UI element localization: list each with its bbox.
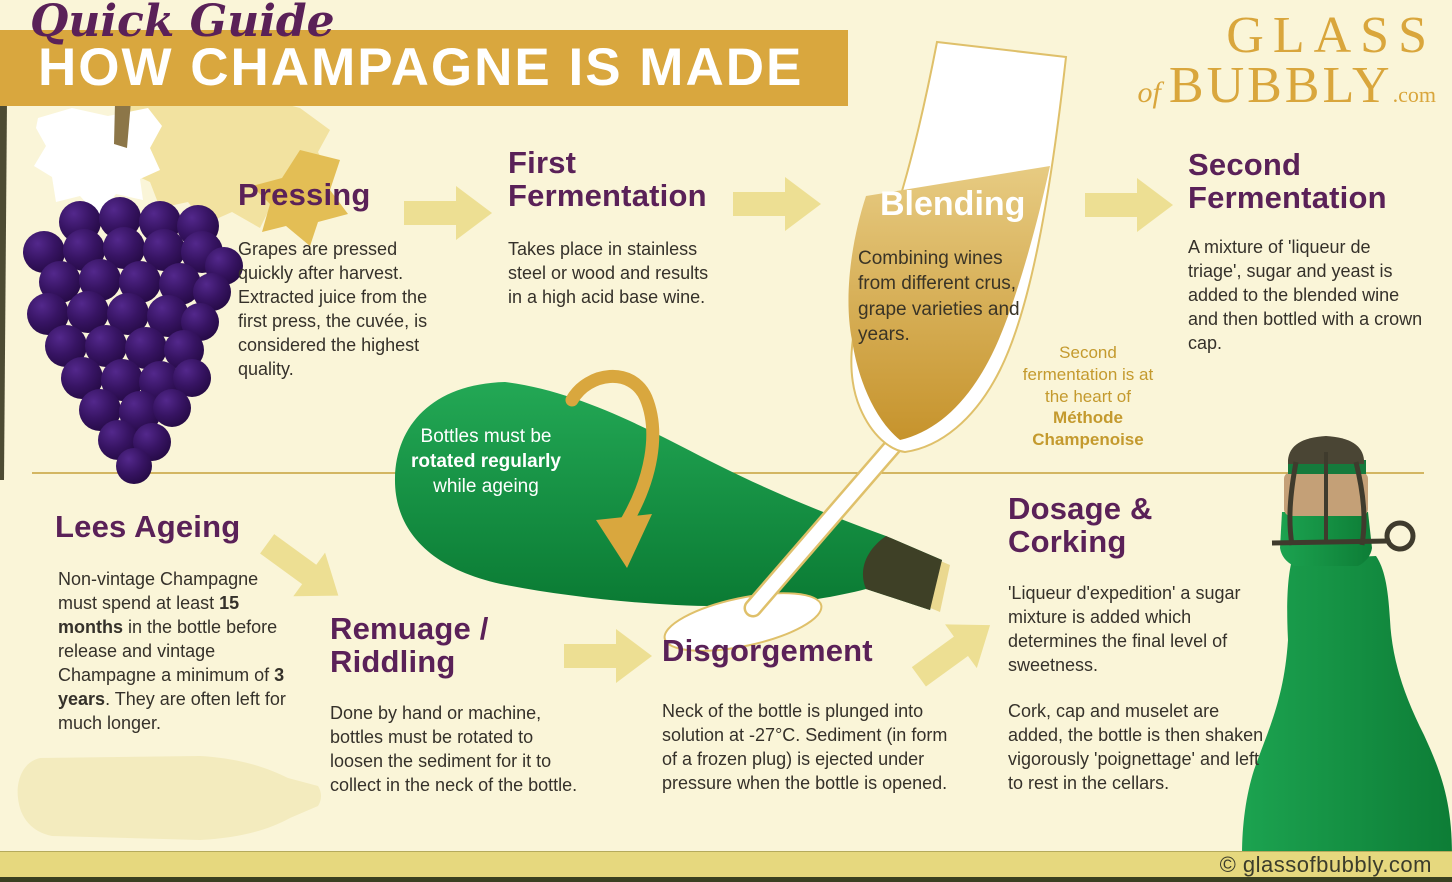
dosage-corking-title: Dosage & Corking xyxy=(1008,491,1153,560)
arrow-down-right-icon xyxy=(260,534,339,597)
bottle-tip-band xyxy=(928,560,950,612)
champagne-glass-icon xyxy=(663,40,1068,652)
lees-seg: . They are often left for much longer. xyxy=(58,688,286,733)
disgorgement-title: Disgorgement xyxy=(662,633,873,668)
disgorgement-body: Neck of the bottle is plunged into solut… xyxy=(662,701,948,793)
logo-line1: GLASS xyxy=(1226,7,1436,64)
gold-leaf-tip-icon xyxy=(252,150,348,246)
blending-body: Combining wines from different crus, gra… xyxy=(858,248,1020,345)
logo-tld: .com xyxy=(1392,82,1436,107)
title-banner: HOW CHAMPAGNE IS MADE xyxy=(0,30,848,106)
arrow-up-right-icon xyxy=(911,624,991,687)
copyright-text: © glassofbubbly.com xyxy=(1219,852,1432,877)
rotate-arrow-icon xyxy=(565,369,660,568)
flow-arrows xyxy=(260,177,1173,687)
second-fermentation-body: A mixture of 'liqueur de triage', sugar … xyxy=(1188,237,1423,353)
bottle-rotation-note: Bottles must be rotated regularly while … xyxy=(402,424,570,499)
methode-note-text: Second fermentation is at the heart of xyxy=(1022,343,1154,406)
lees-seg: Non-vintage Champagne must spend at leas… xyxy=(58,569,259,613)
lees-ageing-title: Lees Ageing xyxy=(55,509,241,544)
arrow-right-icon xyxy=(1085,178,1173,232)
bottle-watermark-icon xyxy=(17,756,321,840)
lees-seg-bold: 3 years xyxy=(58,664,285,709)
lees-seg-bold: 15 months xyxy=(58,592,240,637)
logo-bubbly: BUBBLY xyxy=(1168,57,1393,114)
white-leaf-icon xyxy=(34,108,162,216)
dosage-paragraph-1: 'Liqueur d'expedition' a sugar mixture i… xyxy=(1008,583,1241,675)
muselet-wire-icon xyxy=(1271,452,1416,552)
bottle-note-pre: Bottles must be xyxy=(420,426,552,447)
remuage-body: Done by hand or machine, bottles must be… xyxy=(330,703,578,795)
bottle-note-post: while ageing xyxy=(433,476,539,498)
logo-of: of xyxy=(1137,76,1161,109)
blending-title: Blending xyxy=(880,185,1026,223)
footer-bar: © glassofbubbly.com xyxy=(0,851,1452,878)
bottle-note-bold: rotated regularly xyxy=(411,451,561,473)
grape-bunch-icon xyxy=(23,62,348,484)
first-fermentation-body: Takes place in stainless steel or wood a… xyxy=(508,239,709,307)
glass-wine xyxy=(848,166,1050,440)
bottle-body xyxy=(1242,556,1452,854)
page-title: HOW CHAMPAGNE IS MADE xyxy=(38,38,804,97)
arrow-right-icon xyxy=(564,629,652,683)
arrow-right-icon xyxy=(404,186,492,240)
glass-foot xyxy=(663,592,823,652)
lees-ageing-body: Non-vintage Champagne must spend at leas… xyxy=(58,568,300,736)
dosage-paragraph-2: Cork, cap and muselet are added, the bot… xyxy=(1008,700,1264,793)
methode-note: Second fermentation is at the heart of M… xyxy=(1012,342,1164,451)
pressing-body: Grapes are pressed quickly after harvest… xyxy=(238,239,428,379)
first-fermentation-title: First Fermentation xyxy=(508,145,707,214)
second-fermentation-title: Second Fermentation xyxy=(1188,147,1387,216)
pressing-title: Pressing xyxy=(238,177,371,212)
dosage-corking-body: 'Liqueur d'expedition' a sugar mixture i… xyxy=(1008,582,1270,818)
bottle-foil-icon xyxy=(862,536,942,610)
vine-edge-decoration xyxy=(0,98,7,480)
lees-seg: in the bottle before release and vintage… xyxy=(58,616,278,685)
remuage-title: Remuage / Riddling xyxy=(330,611,489,680)
quick-guide-script: Quick Guide xyxy=(30,0,335,47)
methode-note-bold: Méthode Champenoise xyxy=(1032,408,1144,449)
cap-top xyxy=(1288,436,1364,464)
footer-edge-line xyxy=(0,877,1452,882)
arrow-right-icon xyxy=(733,177,821,231)
upright-bottle-icon xyxy=(1242,436,1452,854)
